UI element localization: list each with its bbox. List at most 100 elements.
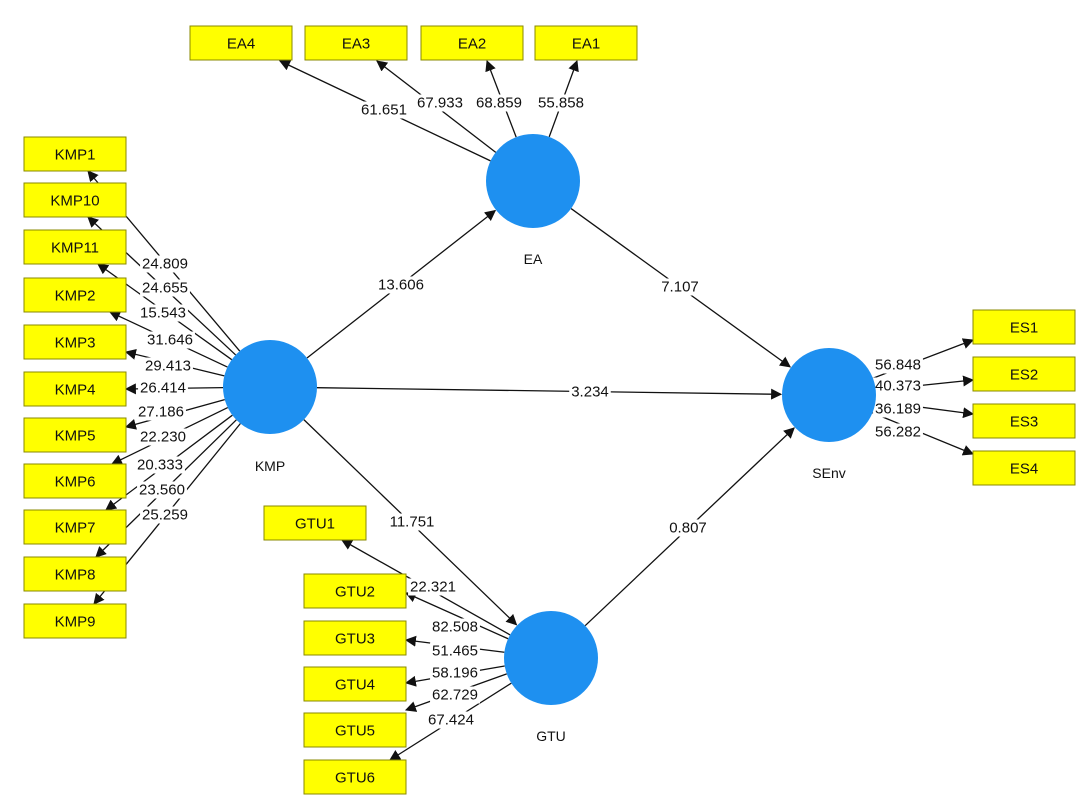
construct-label: EA xyxy=(524,251,543,267)
indicator-ea3[interactable]: EA3 xyxy=(304,25,408,61)
indicator-label: GTU3 xyxy=(335,631,375,648)
construct-gtu[interactable]: GTU xyxy=(504,611,598,744)
loading-value-ea1: 55.858 xyxy=(538,95,584,112)
indicator-label: KMP10 xyxy=(50,193,99,210)
indicator-kmp7[interactable]: KMP7 xyxy=(23,509,127,545)
loading-value-ea2-background xyxy=(474,94,524,112)
construct-ea[interactable]: EA xyxy=(486,134,580,267)
indicator-box xyxy=(23,277,127,313)
indicator-gtu1[interactable]: GTU1 xyxy=(263,505,367,541)
loading-value-gtu1: 22.321 xyxy=(410,579,456,596)
indicator-es4[interactable]: ES4 xyxy=(972,450,1076,486)
construct-kmp[interactable]: KMP xyxy=(223,340,317,474)
indicator-ea4[interactable]: EA4 xyxy=(189,25,293,61)
loading-value-kmp1-background xyxy=(140,255,190,273)
loading-value-gtu5-group: 62.729 xyxy=(430,686,480,704)
loading-value-es4-group: 56.282 xyxy=(873,423,923,441)
indicator-kmp1[interactable]: KMP1 xyxy=(23,136,127,172)
path-arrow-kmp-to-senv xyxy=(316,387,783,400)
indicator-box xyxy=(189,25,293,61)
loading-value-kmp5-background xyxy=(136,403,186,421)
path-value-kmp-to-gtu-group: 11.751 xyxy=(387,513,437,531)
indicator-box xyxy=(23,556,127,592)
indicator-label: EA4 xyxy=(227,36,255,53)
path-value-kmp-to-gtu-background xyxy=(387,513,437,531)
indicator-kmp9[interactable]: KMP9 xyxy=(23,603,127,639)
loading-value-ea2-group: 68.859 xyxy=(474,94,524,112)
indicator-box xyxy=(23,136,127,172)
indicator-gtu6[interactable]: GTU6 xyxy=(303,759,407,795)
indicator-kmp4[interactable]: KMP4 xyxy=(23,371,127,407)
indicator-kmp3[interactable]: KMP3 xyxy=(23,324,127,360)
indicator-es2[interactable]: ES2 xyxy=(972,356,1076,392)
construct-circle xyxy=(486,134,580,228)
indicator-box xyxy=(972,356,1076,392)
indicator-kmp10[interactable]: KMP10 xyxy=(23,182,127,218)
indicator-box xyxy=(23,509,127,545)
path-value-kmp-to-ea-group: 13.606 xyxy=(376,276,426,294)
indicator-label: EA3 xyxy=(342,36,370,53)
indicator-box xyxy=(420,25,524,61)
loading-value-kmp1-group: 24.809 xyxy=(140,255,190,273)
construct-senv[interactable]: SEnv xyxy=(782,348,876,481)
path-value-kmp-to-ea-background xyxy=(376,276,426,294)
loading-value-es1-background xyxy=(873,356,923,374)
indicator-ea2[interactable]: EA2 xyxy=(420,25,524,61)
loading-value-kmp9: 25.259 xyxy=(142,507,188,524)
indicator-box xyxy=(304,25,408,61)
loading-value-ea4-group: 61.651 xyxy=(359,101,409,119)
loading-value-kmp2-group: 31.646 xyxy=(145,331,195,349)
indicator-box xyxy=(23,371,127,407)
loading-value-ea4: 61.651 xyxy=(361,102,407,119)
loading-value-kmp3-group: 29.413 xyxy=(143,357,193,375)
indicator-kmp2[interactable]: KMP2 xyxy=(23,277,127,313)
indicator-gtu2[interactable]: GTU2 xyxy=(303,573,407,609)
indicator-gtu5[interactable]: GTU5 xyxy=(303,712,407,748)
loading-value-gtu4-background xyxy=(430,664,480,682)
indicator-kmp8[interactable]: KMP8 xyxy=(23,556,127,592)
loading-value-kmp11-group: 15.543 xyxy=(138,304,188,322)
loading-value-kmp6: 22.230 xyxy=(140,429,186,446)
loading-value-ea1-group: 55.858 xyxy=(536,94,586,112)
loading-value-kmp8: 23.560 xyxy=(139,482,185,499)
indicator-gtu4[interactable]: GTU4 xyxy=(303,666,407,702)
indicator-box xyxy=(303,712,407,748)
path-value-kmp-to-senv-group: 3.234 xyxy=(569,383,611,401)
indicator-kmp5[interactable]: KMP5 xyxy=(23,417,127,453)
indicator-box xyxy=(23,182,127,218)
indicator-box xyxy=(534,25,638,61)
indicator-kmp6[interactable]: KMP6 xyxy=(23,463,127,499)
path-value-gtu-to-senv-background xyxy=(667,519,709,537)
loading-value-gtu6: 67.424 xyxy=(428,712,474,729)
loading-value-kmp9-group: 25.259 xyxy=(140,506,190,524)
indicator-label: KMP4 xyxy=(55,382,96,399)
indicator-es3[interactable]: ES3 xyxy=(972,403,1076,439)
indicator-label: GTU4 xyxy=(335,677,375,694)
indicator-box xyxy=(303,620,407,656)
loading-value-es3-background xyxy=(873,400,923,418)
indicator-label: GTU2 xyxy=(335,584,375,601)
indicator-label: EA2 xyxy=(458,36,486,53)
indicator-label: KMP5 xyxy=(55,428,96,445)
indicator-gtu3[interactable]: GTU3 xyxy=(303,620,407,656)
construct-circle xyxy=(504,611,598,705)
indicator-label: KMP2 xyxy=(55,288,96,305)
indicator-box xyxy=(972,309,1076,345)
indicator-label: KMP8 xyxy=(55,567,96,584)
loading-value-gtu2-group: 82.508 xyxy=(430,618,480,636)
loading-value-gtu5: 62.729 xyxy=(432,687,478,704)
loading-value-kmp7-background xyxy=(135,456,185,474)
loading-value-kmp8-group: 23.560 xyxy=(137,481,187,499)
indicator-es1[interactable]: ES1 xyxy=(972,309,1076,345)
indicator-ea1[interactable]: EA1 xyxy=(534,25,638,61)
loading-value-kmp11-background xyxy=(138,304,188,322)
indicator-label: KMP1 xyxy=(55,147,96,164)
indicator-kmp11[interactable]: KMP11 xyxy=(23,229,127,265)
loading-value-ea2: 68.859 xyxy=(476,95,522,112)
loading-value-kmp2: 31.646 xyxy=(147,332,193,349)
indicator-label: ES3 xyxy=(1010,414,1038,431)
loading-value-gtu3-group: 51.465 xyxy=(430,642,480,660)
loading-value-kmp2-background xyxy=(145,331,195,349)
indicator-box xyxy=(972,403,1076,439)
indicator-label: KMP6 xyxy=(55,474,96,491)
